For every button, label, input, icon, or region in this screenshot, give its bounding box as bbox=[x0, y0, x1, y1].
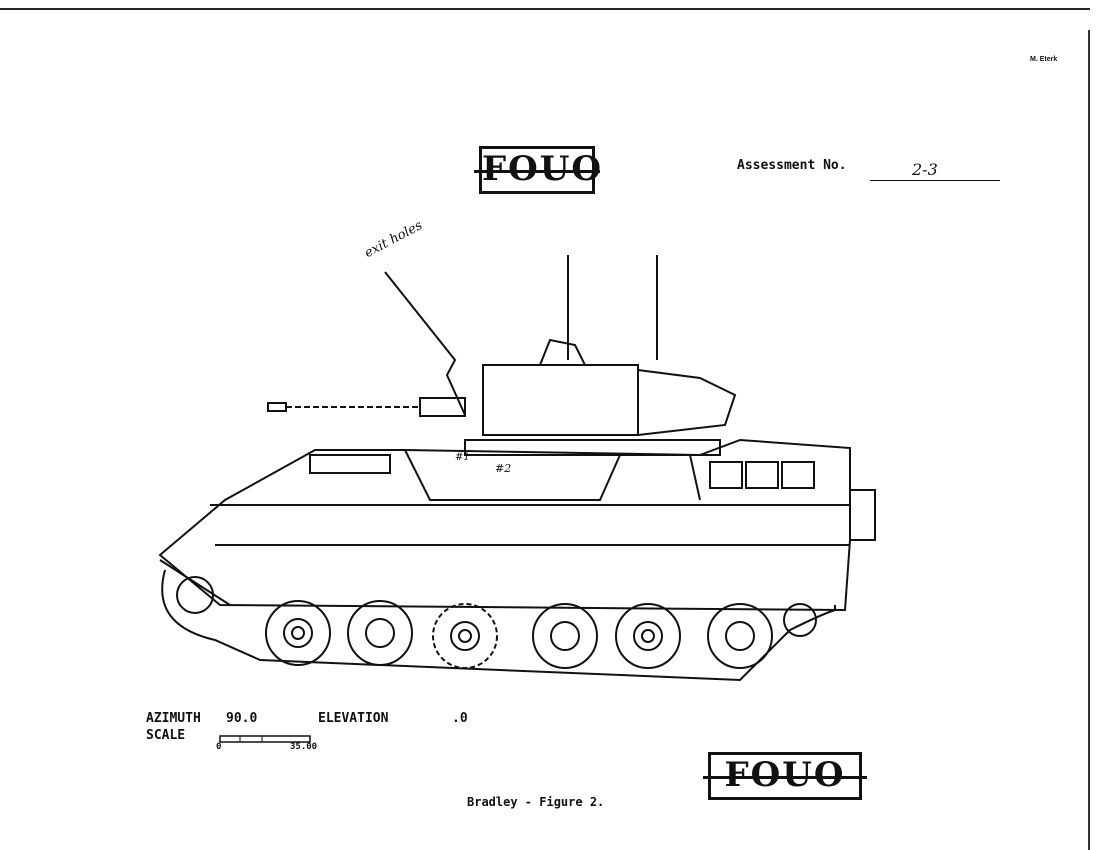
turret-ring bbox=[464, 439, 721, 456]
scale-max: 35.00 bbox=[290, 742, 318, 752]
sprocket-wheel bbox=[783, 603, 817, 637]
hull-window-3 bbox=[781, 461, 815, 489]
hull-panel bbox=[404, 449, 621, 501]
scale-bar bbox=[219, 735, 311, 743]
hull-panel-rear bbox=[620, 454, 701, 501]
top-border-line bbox=[0, 8, 1090, 10]
hull-window-2 bbox=[745, 461, 779, 489]
assessment-label: Assessment No. bbox=[737, 158, 847, 173]
track-front bbox=[159, 559, 231, 606]
azimuth-value: 90.0 bbox=[226, 711, 258, 726]
hull-outline bbox=[158, 438, 851, 612]
assessment-value: 2-3 bbox=[912, 160, 938, 179]
fouo-stamp-text: FOUO bbox=[724, 755, 846, 795]
elevation-value: .0 bbox=[452, 711, 468, 726]
figure-caption: Bradley - Figure 2. bbox=[467, 795, 605, 809]
track-outline bbox=[161, 569, 836, 682]
scale-min: 0 bbox=[216, 742, 222, 752]
gun-mantlet bbox=[419, 397, 466, 417]
hull-window-1 bbox=[709, 461, 743, 489]
exit-hole-2-label: #2 bbox=[495, 462, 512, 475]
fouo-stamp-bottom: FOUO bbox=[703, 752, 867, 800]
stamp-strike-line bbox=[474, 170, 600, 173]
scale-label: SCALE bbox=[146, 728, 186, 743]
fouo-stamp-top: FOUO bbox=[474, 146, 601, 194]
idler-wheel bbox=[176, 576, 214, 614]
assessment-underline bbox=[870, 180, 1000, 181]
rear-door bbox=[849, 489, 876, 541]
annotation-leader-line bbox=[384, 271, 466, 416]
turret-hatch bbox=[539, 338, 586, 366]
gun-muzzle bbox=[267, 402, 287, 412]
turret-box bbox=[482, 364, 639, 436]
right-border-line bbox=[1088, 30, 1090, 850]
corner-mark: M. Eterk bbox=[1030, 56, 1058, 63]
exit-hole-1-label: #1 bbox=[455, 452, 470, 463]
elevation-label: ELEVATION bbox=[318, 711, 389, 726]
turret-rear bbox=[637, 368, 737, 437]
azimuth-label: AZIMUTH bbox=[146, 711, 201, 726]
hull-stowage bbox=[309, 454, 391, 474]
fouo-stamp-text: FOUO bbox=[482, 149, 604, 189]
road-wheels bbox=[265, 600, 773, 669]
stamp-strike-line bbox=[703, 776, 867, 779]
